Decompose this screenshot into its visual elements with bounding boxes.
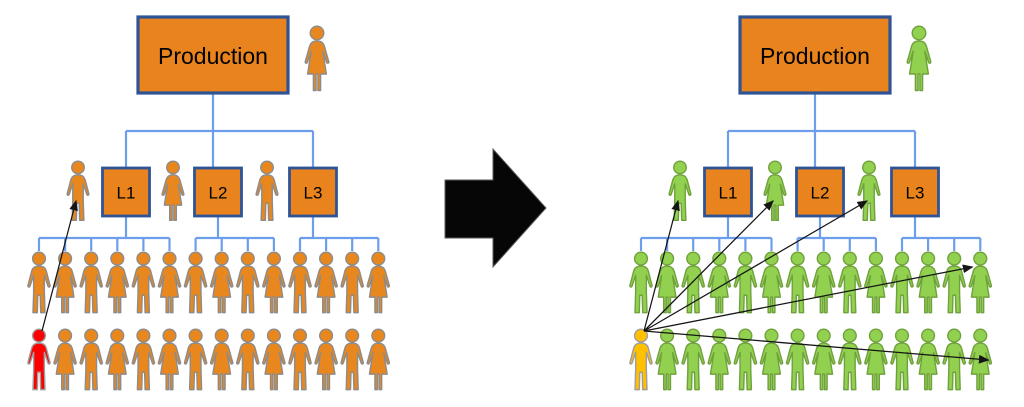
production-box: Production xyxy=(738,15,892,95)
crowd-row2-person-4-female-icon xyxy=(105,328,130,391)
crowd-row1-person-11-male-icon xyxy=(890,251,914,314)
crowd-row1-person-12-female-icon xyxy=(314,251,338,314)
crowd-row2-person-14-female-icon xyxy=(968,328,993,391)
crowd-row1-person-9-male-icon xyxy=(837,251,862,314)
crowd-row2-person-14-female-icon xyxy=(366,328,391,391)
crowd-row1-person-5-male-icon xyxy=(131,251,156,314)
crowd-row1-person-13-male-icon xyxy=(340,251,365,314)
level-box-label: L3 xyxy=(906,184,925,203)
production-label: Production xyxy=(760,43,870,69)
manager-1-male-icon xyxy=(668,160,692,222)
crowd-row2-person-7-male-icon xyxy=(183,328,208,391)
level-box-label: L1 xyxy=(117,184,136,203)
crowd-row2-person-3-male-icon xyxy=(681,328,706,391)
highlighted-person-male-icon xyxy=(27,328,51,391)
crowd-row1-person-8-female-icon xyxy=(209,251,234,314)
crowd-row1-person-2-female-icon xyxy=(53,251,77,314)
crowd-row1-person-10-female-icon xyxy=(262,251,286,314)
arrow-row2-person-1-to-row1-person-14 xyxy=(643,264,974,332)
level-box-l3: L3 xyxy=(288,166,338,218)
crowd-row2-person-11-male-icon xyxy=(288,328,312,391)
level-box-label: L2 xyxy=(209,184,228,203)
arrow-row2-person-1-to-level-manager-2 xyxy=(643,200,774,332)
level-box-label: L3 xyxy=(304,184,323,203)
crowd-row1-person-7-male-icon xyxy=(183,251,208,314)
crowd-row1-person-6-female-icon xyxy=(157,251,182,314)
crowd-row1-person-6-female-icon xyxy=(759,251,784,314)
crowd-row2-person-8-female-icon xyxy=(811,328,836,391)
crowd-row1-person-8-female-icon xyxy=(811,251,836,314)
crowd-row2-person-10-female-icon xyxy=(864,328,888,391)
crowd-row1-person-9-male-icon xyxy=(235,251,260,314)
crowd-row2-person-12-female-icon xyxy=(314,328,338,391)
level-box-l1: L1 xyxy=(101,166,151,218)
crowd-row1-person-12-female-icon xyxy=(916,251,940,314)
arrow-row2-person-1-to-level-manager-3 xyxy=(643,200,869,332)
manager-2-female-icon xyxy=(161,160,185,222)
manager-2-female-icon xyxy=(763,160,787,222)
highlighted-person-male-icon xyxy=(629,328,653,391)
manager-3-male-icon xyxy=(255,160,279,222)
crowd-row2-person-9-male-icon xyxy=(235,328,260,391)
crowd-row2-person-7-male-icon xyxy=(785,328,810,391)
assignment-arrows xyxy=(41,199,78,332)
arrow-row2-person-1-to-row2-person-14 xyxy=(643,330,990,364)
crowd-row2-person-13-male-icon xyxy=(942,328,967,391)
level-box-l1: L1 xyxy=(703,166,753,218)
arrow-row2-person-1-to-level-manager-1 xyxy=(643,199,680,332)
crowd-row1-person-7-male-icon xyxy=(785,251,810,314)
crowd-row1-person-1-male-icon xyxy=(629,251,653,314)
black-right-arrow-icon xyxy=(444,147,547,269)
level-box-label: L2 xyxy=(811,184,830,203)
crowd-row1-person-4-female-icon xyxy=(105,251,130,314)
crowd-row1-person-11-male-icon xyxy=(288,251,312,314)
crowd-row1-person-5-male-icon xyxy=(733,251,758,314)
level-box-label: L1 xyxy=(719,184,738,203)
level-box-l3: L3 xyxy=(890,166,940,218)
crowd-row2-person-8-female-icon xyxy=(209,328,234,391)
crowd-row1-person-4-female-icon xyxy=(707,251,732,314)
crowd-row2-person-2-female-icon xyxy=(655,328,679,391)
crowd-row2-person-10-female-icon xyxy=(262,328,286,391)
crowd-row1-person-3-male-icon xyxy=(681,251,706,314)
crowd-row2-person-9-male-icon xyxy=(837,328,862,391)
crowd-row2-person-4-female-icon xyxy=(707,328,732,391)
crowd-row2-person-5-male-icon xyxy=(733,328,758,391)
level-box-l2: L2 xyxy=(193,166,243,218)
crowd-row1-person-14-female-icon xyxy=(968,251,993,314)
crowd-row1-person-13-male-icon xyxy=(942,251,967,314)
arrow-row2-person-1-to-level-manager-1 xyxy=(41,199,78,332)
crowd-row2-person-6-female-icon xyxy=(759,328,784,391)
crowd-row1-person-14-female-icon xyxy=(366,251,391,314)
crowd-row2-person-11-male-icon xyxy=(890,328,914,391)
top-person-female-icon xyxy=(304,25,330,92)
production-label: Production xyxy=(158,43,268,69)
crowd-row2-person-6-female-icon xyxy=(157,328,182,391)
crowd-row2-person-12-female-icon xyxy=(916,328,940,391)
crowd-row1-person-2-female-icon xyxy=(655,251,679,314)
crowd-row2-person-3-male-icon xyxy=(79,328,104,391)
crowd-row1-person-10-female-icon xyxy=(864,251,888,314)
crowd-row2-person-13-male-icon xyxy=(340,328,365,391)
top-person-female-icon xyxy=(906,25,932,92)
crowd-row2-person-2-female-icon xyxy=(53,328,77,391)
crowd-row1-person-1-male-icon xyxy=(27,251,51,314)
manager-3-male-icon xyxy=(857,160,881,222)
crowd-row2-person-5-male-icon xyxy=(131,328,156,391)
assignment-arrows xyxy=(643,199,990,364)
level-box-l2: L2 xyxy=(795,166,845,218)
manager-1-male-icon xyxy=(66,160,90,222)
production-box: Production xyxy=(136,15,290,95)
crowd-row1-person-3-male-icon xyxy=(79,251,104,314)
